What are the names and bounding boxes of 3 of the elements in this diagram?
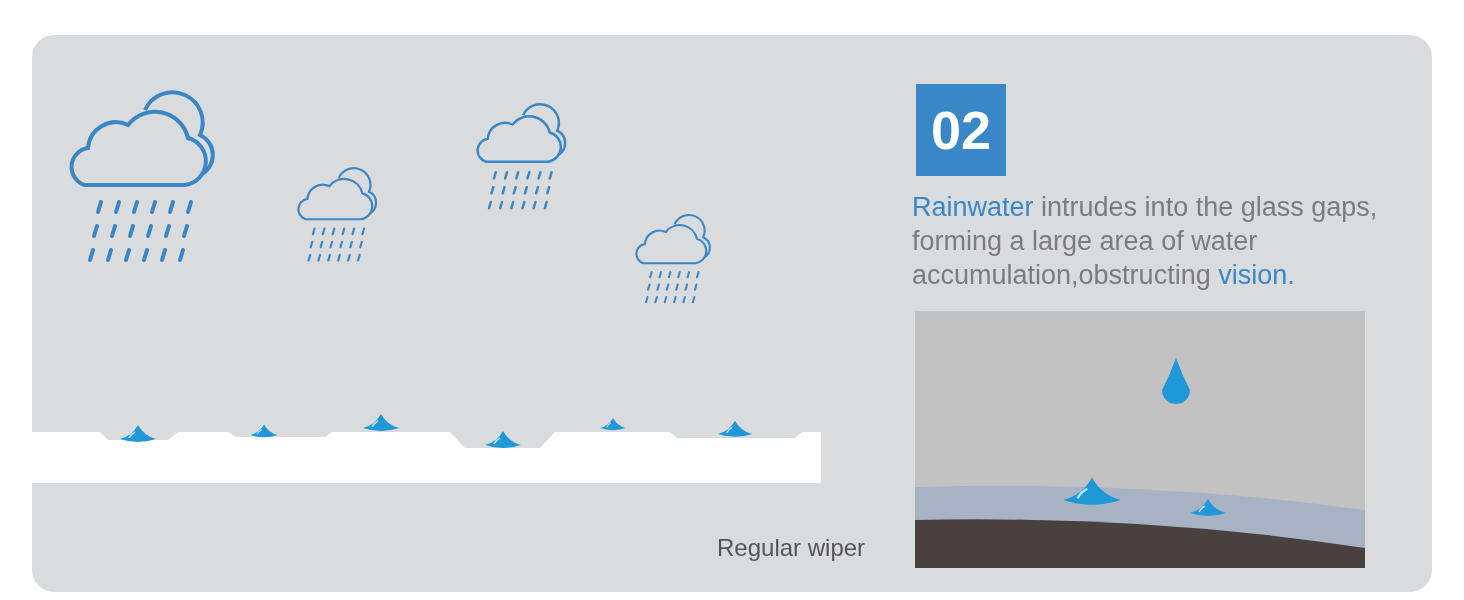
caption-text: Regular wiper	[717, 534, 866, 562]
step-number: 02	[916, 84, 1006, 176]
description-text: Rainwater intrudes into the glass gaps, forming a large area of water accumulation,obstructing vision.	[912, 191, 1379, 292]
